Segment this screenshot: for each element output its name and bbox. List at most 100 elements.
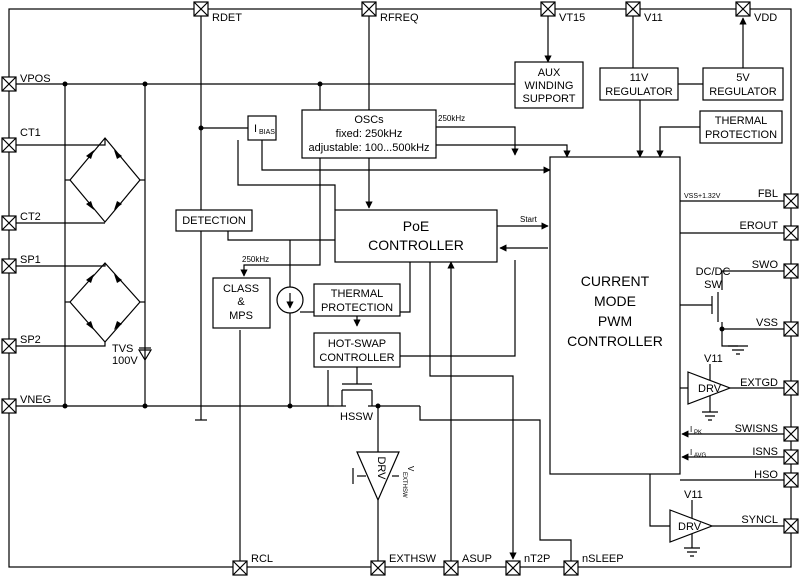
poe-label-2: CONTROLLER (368, 237, 464, 253)
pin-label-isns: ISNS (752, 446, 778, 458)
pin-nsleep[interactable] (563, 560, 579, 576)
iavg-sub: AVG (694, 453, 707, 459)
pin-label-fbl: FBL (758, 188, 778, 200)
pin-label-nsleep: nSLEEP (582, 553, 624, 565)
block-poe-controller: PoE CONTROLLER (334, 209, 498, 263)
iavg-label: I (690, 448, 692, 457)
thermal-top-label-1: THERMAL (715, 115, 768, 127)
poe-label-1: PoE (403, 218, 429, 234)
drv-syncl: DRV (669, 500, 714, 557)
vss-ref-label: VSS+1.32V (684, 193, 721, 200)
pin-sp1[interactable] (1, 258, 17, 274)
pin-vpos[interactable] (1, 76, 17, 92)
pin-label-swo: SWO (752, 259, 779, 271)
thermal-mid-label-2: PROTECTION (321, 302, 393, 314)
chip-boundary (8, 8, 792, 568)
pwm-label-2: MODE (594, 293, 636, 309)
class-label-3: MPS (229, 310, 253, 322)
pin-rcl[interactable] (232, 560, 248, 576)
pin-nt2p[interactable] (505, 560, 521, 576)
pin-label-vt15: VT15 (559, 12, 585, 24)
vss-ground-symbol (728, 345, 748, 355)
aux-label-1: AUX (538, 67, 561, 79)
pin-label-asup: ASUP (462, 553, 492, 565)
block-hot-swap-controller: HOT-SWAP CONTROLLER (313, 332, 401, 368)
hotswap-label-1: HOT-SWAP (328, 338, 386, 350)
pin-label-ct2: CT2 (20, 211, 41, 223)
pin-vdd[interactable] (735, 1, 751, 17)
oscs-label-1: OSCs (354, 114, 384, 126)
block-current-mode-pwm-controller: CURRENT MODE PWM CONTROLLER (549, 156, 681, 475)
pin-label-vpos: VPOS (20, 73, 51, 85)
pin-syncl[interactable] (783, 518, 799, 534)
block-ibias: I BIAS (247, 115, 277, 141)
dcdc-label-2: SW (704, 279, 722, 291)
pin-rdet[interactable] (193, 1, 209, 17)
pin-exthsw[interactable] (370, 560, 386, 576)
pin-v11[interactable] (625, 1, 641, 17)
v11-extgd-label: V11 (704, 353, 723, 365)
thermal-mid-label-1: THERMAL (331, 288, 384, 300)
pin-vss[interactable] (783, 321, 799, 337)
pin-label-swisns: SWISNS (735, 423, 778, 435)
pwm-label-1: CURRENT (581, 273, 650, 289)
start-label: Start (520, 215, 538, 224)
pin-asup[interactable] (443, 560, 459, 576)
tvs-diode-symbol (137, 347, 153, 362)
detection-label: DETECTION (182, 215, 246, 227)
pin-ct1[interactable] (1, 137, 17, 153)
bridge-diodes-2 (86, 274, 122, 330)
tvs-label-1: TVS (112, 343, 133, 355)
pin-label-hso: HSO (754, 469, 778, 481)
pin-label-ct1: CT1 (20, 127, 41, 139)
current-source-symbol (276, 286, 304, 314)
hssw-label: HSSW (340, 411, 374, 423)
bridge-diodes-1 (86, 150, 122, 210)
osc-250khz-label: 250kHz (438, 114, 465, 123)
drv-exthsw: DRV (352, 451, 400, 502)
hotswap-label-2: CONTROLLER (319, 352, 394, 364)
drv-extgd-label: DRV (698, 383, 722, 395)
tvs-label-2: 100V (112, 355, 138, 367)
pin-isns[interactable] (783, 449, 799, 465)
pin-erout[interactable] (783, 225, 799, 241)
aux-label-3: SUPPORT (523, 93, 576, 105)
pin-label-erout: EROUT (740, 220, 779, 232)
pin-label-sp1: SP1 (20, 254, 41, 266)
reg5-label-2: REGULATOR (709, 86, 776, 98)
pin-vt15[interactable] (540, 1, 556, 17)
block-aux-winding-support: AUX WINDING SUPPORT (514, 61, 584, 109)
pin-label-syncl: SYNCL (741, 514, 778, 526)
junction-dots (62, 81, 725, 409)
pin-rfreq[interactable] (361, 1, 377, 17)
pin-extgd[interactable] (783, 380, 799, 396)
oscs-label-2: fixed: 250kHz (336, 128, 403, 140)
pin-vneg[interactable] (1, 398, 17, 414)
pwm-label-3: PWM (598, 313, 632, 329)
dcdc-switch-symbol (711, 292, 719, 322)
ipk-sub: PK (694, 430, 702, 436)
class-label-2: & (237, 296, 245, 308)
pin-label-v11: V11 (644, 12, 663, 24)
block-detection: DETECTION (175, 209, 253, 232)
pin-swo[interactable] (783, 263, 799, 279)
thermal-top-label-2: PROTECTION (705, 129, 777, 141)
pin-sp2[interactable] (1, 338, 17, 354)
pin-swisns[interactable] (783, 426, 799, 442)
vexthsw-label: V (406, 466, 415, 472)
oscs-label-3: adjustable: 100...500kHz (308, 142, 429, 154)
pin-label-sp2: SP2 (20, 334, 41, 346)
block-class-mps: CLASS & MPS (212, 277, 271, 329)
vexthsw-sub: EXTHSW (401, 472, 407, 498)
pin-label-vdd: VDD (754, 12, 777, 24)
pin-ct2[interactable] (1, 215, 17, 231)
drv-extgd: DRV (687, 364, 732, 421)
pin-hso[interactable] (783, 472, 799, 488)
pin-label-rdet: RDET (212, 12, 242, 24)
pin-label-nt2p: nT2P (524, 553, 550, 565)
pin-fbl[interactable] (783, 193, 799, 209)
pin-label-vneg: VNEG (20, 394, 51, 406)
dcdc-label-1: DC/DC (696, 266, 731, 278)
